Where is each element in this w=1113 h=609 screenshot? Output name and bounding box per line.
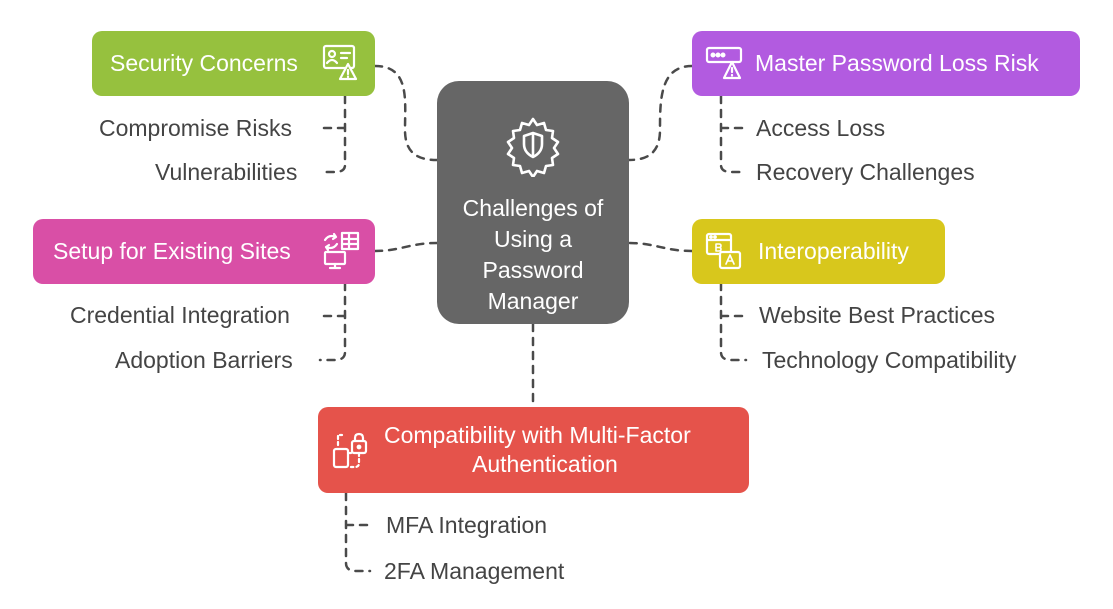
- password-warning-icon: [704, 42, 746, 84]
- sync-monitor-icon: [321, 230, 363, 272]
- browser-code-icon: [704, 230, 746, 272]
- master-item-0: Access Loss: [756, 115, 886, 141]
- connector-setup: [373, 241, 439, 253]
- branch-security-concerns: Security Concerns: [92, 31, 375, 96]
- branch-mfa-label-line2: Authentication: [472, 451, 618, 477]
- mfa-item-1: 2FA Management: [384, 558, 565, 584]
- branch-security-label: Security Concerns: [110, 50, 298, 76]
- setup-item-0: Credential Integration: [70, 302, 290, 328]
- connector-mfa-items: [344, 491, 372, 573]
- mfa-item-0: MFA Integration: [386, 512, 548, 538]
- gear-shield-icon: [506, 117, 560, 177]
- security-item-0: Compromise Risks: [99, 115, 292, 141]
- connector-master: [627, 64, 694, 162]
- master-item-1: Recovery Challenges: [756, 159, 975, 185]
- center-title: Challenges of Using a Password Manager: [462, 195, 604, 314]
- branch-master-label: Master Password Loss Risk: [755, 50, 1039, 76]
- branch-setup-label: Setup for Existing Sites: [53, 238, 291, 264]
- branch-mfa-compatibility: Compatibility with Multi-Factor Authenti…: [318, 407, 749, 493]
- setup-item-1: Adoption Barriers: [115, 347, 293, 373]
- connector-setup-items: [318, 281, 347, 362]
- connector-security-items: [318, 94, 347, 174]
- interop-item-1: Technology Compatibility: [762, 347, 1017, 373]
- interop-item-0: Website Best Practices: [759, 302, 996, 328]
- connector-master-items: [719, 94, 748, 174]
- lock-device-icon: [330, 429, 372, 471]
- connector-security: [373, 64, 439, 162]
- branch-mfa-label-line1: Compatibility with Multi-Factor: [384, 422, 691, 448]
- center-node: Challenges of Using a Password Manager: [437, 81, 629, 324]
- branch-setup-existing-sites: Setup for Existing Sites: [33, 219, 375, 284]
- connector-interop-items: [719, 281, 748, 362]
- security-item-1: Vulnerabilities: [155, 159, 298, 185]
- branch-master-password: Master Password Loss Risk: [692, 31, 1080, 96]
- branch-interoperability: Interoperability: [692, 219, 945, 284]
- id-card-warning-icon: [321, 42, 363, 84]
- branch-interop-label: Interoperability: [758, 238, 909, 264]
- connector-interop: [627, 241, 694, 253]
